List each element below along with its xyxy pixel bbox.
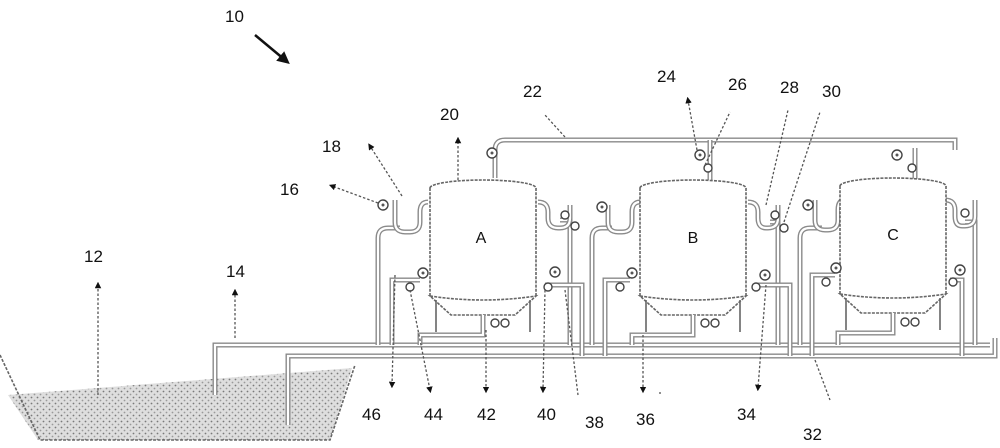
ref-18: 18 [322, 137, 341, 156]
ref-14: 14 [226, 262, 245, 281]
ref-20: 20 [440, 105, 459, 124]
leader-lines [94, 34, 831, 401]
tank-label-a: A [476, 230, 487, 247]
tank-b: B [589, 149, 793, 356]
ref-12: 12 [84, 247, 103, 266]
tank-a: A [375, 147, 585, 356]
ref-38: 38 [585, 413, 604, 432]
tank-c: C [797, 149, 978, 356]
supply-line [212, 342, 990, 395]
ref-32: 32 [803, 425, 822, 444]
ref-16: 16 [280, 180, 299, 199]
ref-26: 26 [728, 75, 747, 94]
ref-22: 22 [523, 82, 542, 101]
ref-46: 46 [362, 405, 381, 424]
reservoir [0, 354, 356, 441]
tank-label-b: B [688, 230, 699, 247]
ref-42: 42 [477, 405, 496, 424]
ref-34: 34 [737, 405, 756, 424]
figure-number: 10 [225, 7, 244, 26]
tank-label-c: C [887, 227, 899, 244]
return-line [285, 338, 998, 425]
ref-40: 40 [537, 405, 556, 424]
ref-30: 30 [822, 82, 841, 101]
ref-28: 28 [780, 78, 799, 97]
reference-numerals: 10 12 14 16 18 20 22 24 26 28 30 32 34 3… [84, 7, 841, 444]
ref-44: 44 [424, 405, 443, 424]
ref-24: 24 [657, 67, 676, 86]
ref-36: 36 [636, 410, 655, 429]
top-manifold-pipe [492, 137, 958, 180]
